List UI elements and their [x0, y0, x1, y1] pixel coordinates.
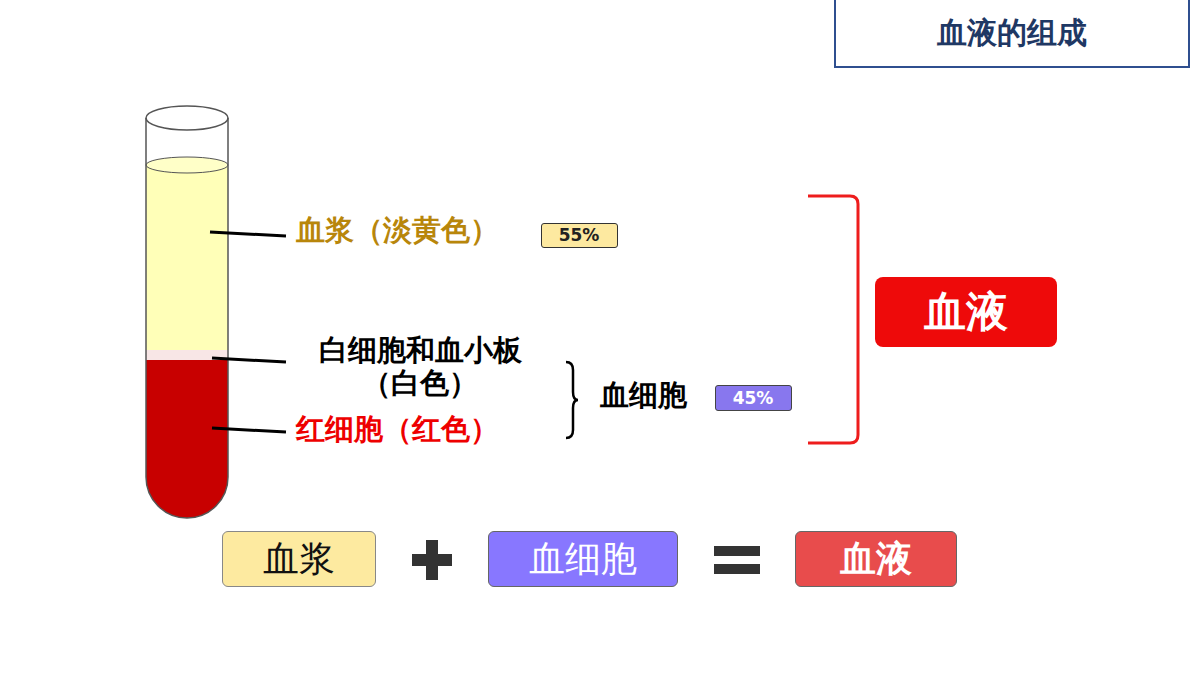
plus-sign	[426, 540, 438, 580]
tube-wall	[146, 118, 228, 518]
leader-line	[212, 358, 286, 362]
equals-sign	[714, 546, 760, 556]
equals-sign	[714, 564, 760, 574]
node-text: 45%	[733, 389, 774, 408]
result-box: 血液	[795, 531, 957, 587]
node-text: 55%	[559, 226, 600, 245]
layer-label: 血浆（淡黄色）	[296, 214, 499, 247]
layer-label: 白细胞和血小板 （白色）	[290, 334, 550, 401]
leader-line	[212, 428, 286, 432]
percent-box: 45%	[715, 385, 792, 411]
title: 血液的组成	[937, 13, 1087, 54]
node-text: 血液	[924, 289, 1008, 335]
title-box: 血液的组成	[834, 0, 1190, 68]
group-label: 血细胞	[600, 379, 687, 412]
node-text: 血液	[840, 539, 912, 579]
node-text: 血浆	[263, 539, 335, 579]
tube-rim	[146, 106, 228, 130]
plasma-layer	[146, 165, 228, 518]
plasma-surface	[146, 157, 228, 173]
red-cell-layer	[146, 357, 228, 518]
percent-box: 55%	[541, 223, 618, 248]
result-box: 血液	[875, 277, 1057, 347]
node-text: 血细胞	[529, 539, 637, 579]
leader-line	[210, 232, 286, 236]
bracket	[808, 196, 858, 443]
bracket	[566, 362, 578, 438]
term-box: 血浆	[222, 531, 376, 587]
layer-label: 红细胞（红色）	[296, 413, 499, 446]
term-box: 血细胞	[488, 531, 678, 587]
